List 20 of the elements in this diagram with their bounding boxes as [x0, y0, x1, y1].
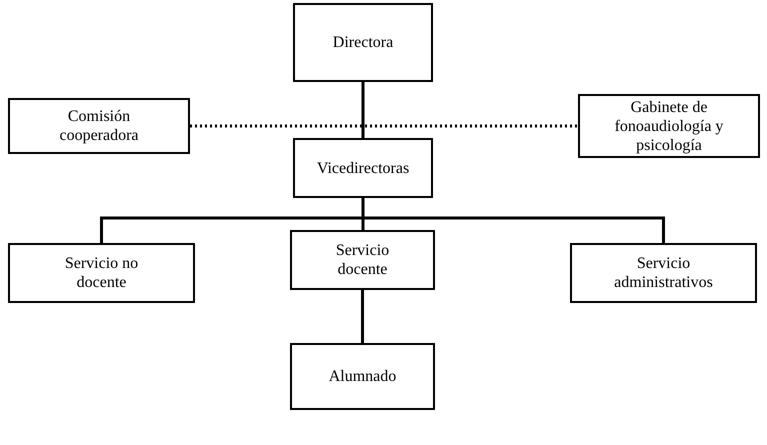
box-label: Servicio administrativos: [613, 254, 714, 292]
dotted-connector: [190, 124, 578, 128]
connector-line: [362, 198, 665, 243]
box-label: Gabinete de fonoaudiología y psicología: [614, 98, 724, 154]
box-label: Servicio docente: [334, 241, 390, 279]
box-label: Servicio no docente: [64, 254, 140, 292]
box-label: Vicedirectoras: [316, 158, 410, 178]
org-box: [293, 3, 433, 82]
org-box: [578, 94, 760, 158]
org-box: [293, 138, 433, 198]
org-box: [8, 98, 190, 154]
org-box: [290, 230, 435, 290]
org-box: [290, 343, 435, 410]
org-box: [8, 243, 195, 303]
box-label: Comisión cooperadora: [58, 107, 140, 145]
box-label: Alumnado: [328, 367, 396, 386]
box-label: Directora: [332, 33, 394, 52]
connector-line: [361, 290, 364, 343]
org-box: [570, 243, 757, 303]
connector-line: [362, 82, 364, 138]
